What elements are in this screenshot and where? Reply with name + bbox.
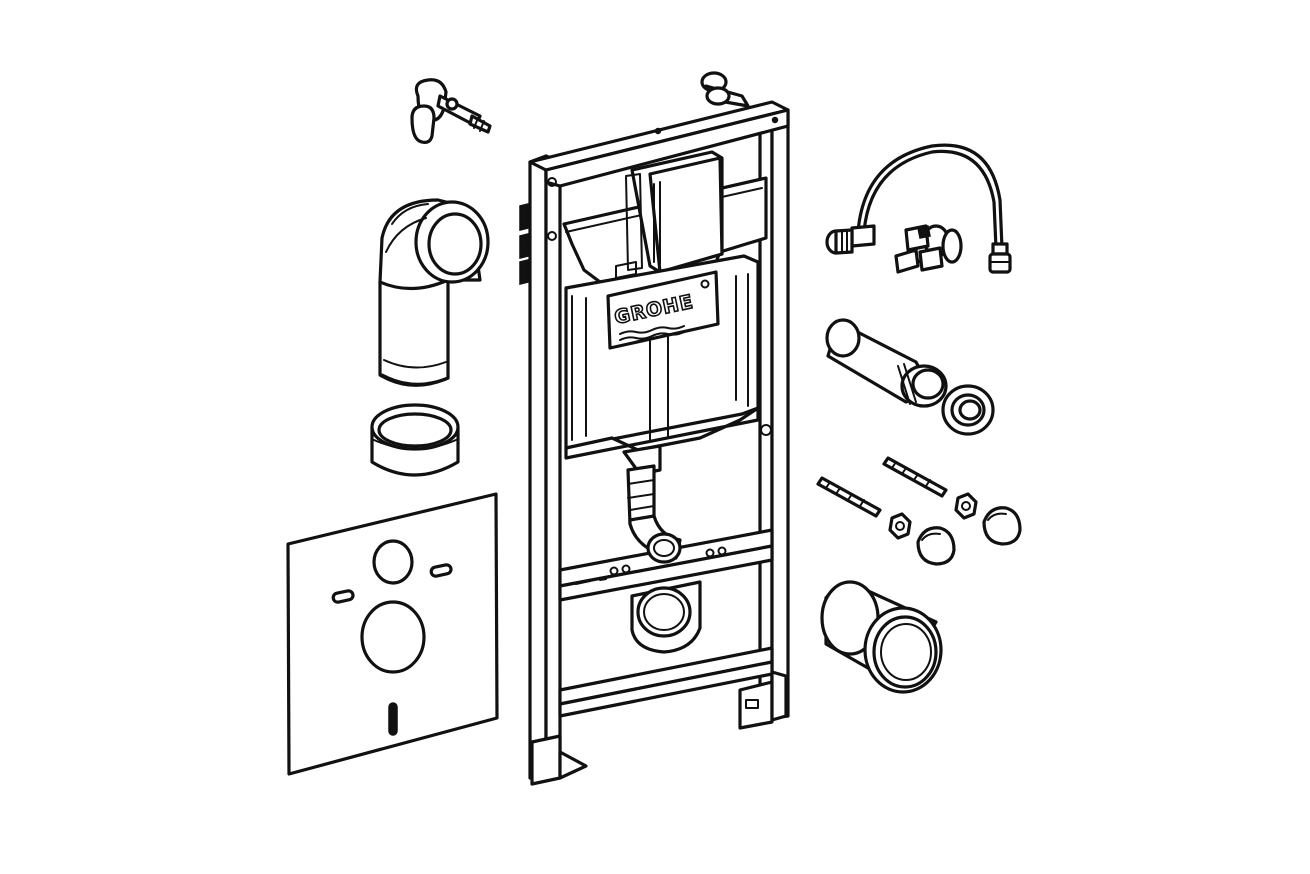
drain-connector [820, 580, 943, 694]
supply-hose [825, 143, 1012, 274]
connector-pipe [825, 318, 948, 408]
angle-valve [894, 224, 963, 274]
wall-bracket-hook [410, 78, 492, 144]
soundproofing-mat [286, 492, 499, 776]
pipe-sleeve [370, 403, 460, 477]
mounting-studs [816, 456, 948, 518]
nuts [888, 492, 978, 540]
flush-pipe-bend [378, 198, 490, 387]
cistern: GROHE [562, 150, 768, 564]
cover-caps [916, 506, 1022, 566]
reducer-seal [941, 384, 995, 436]
